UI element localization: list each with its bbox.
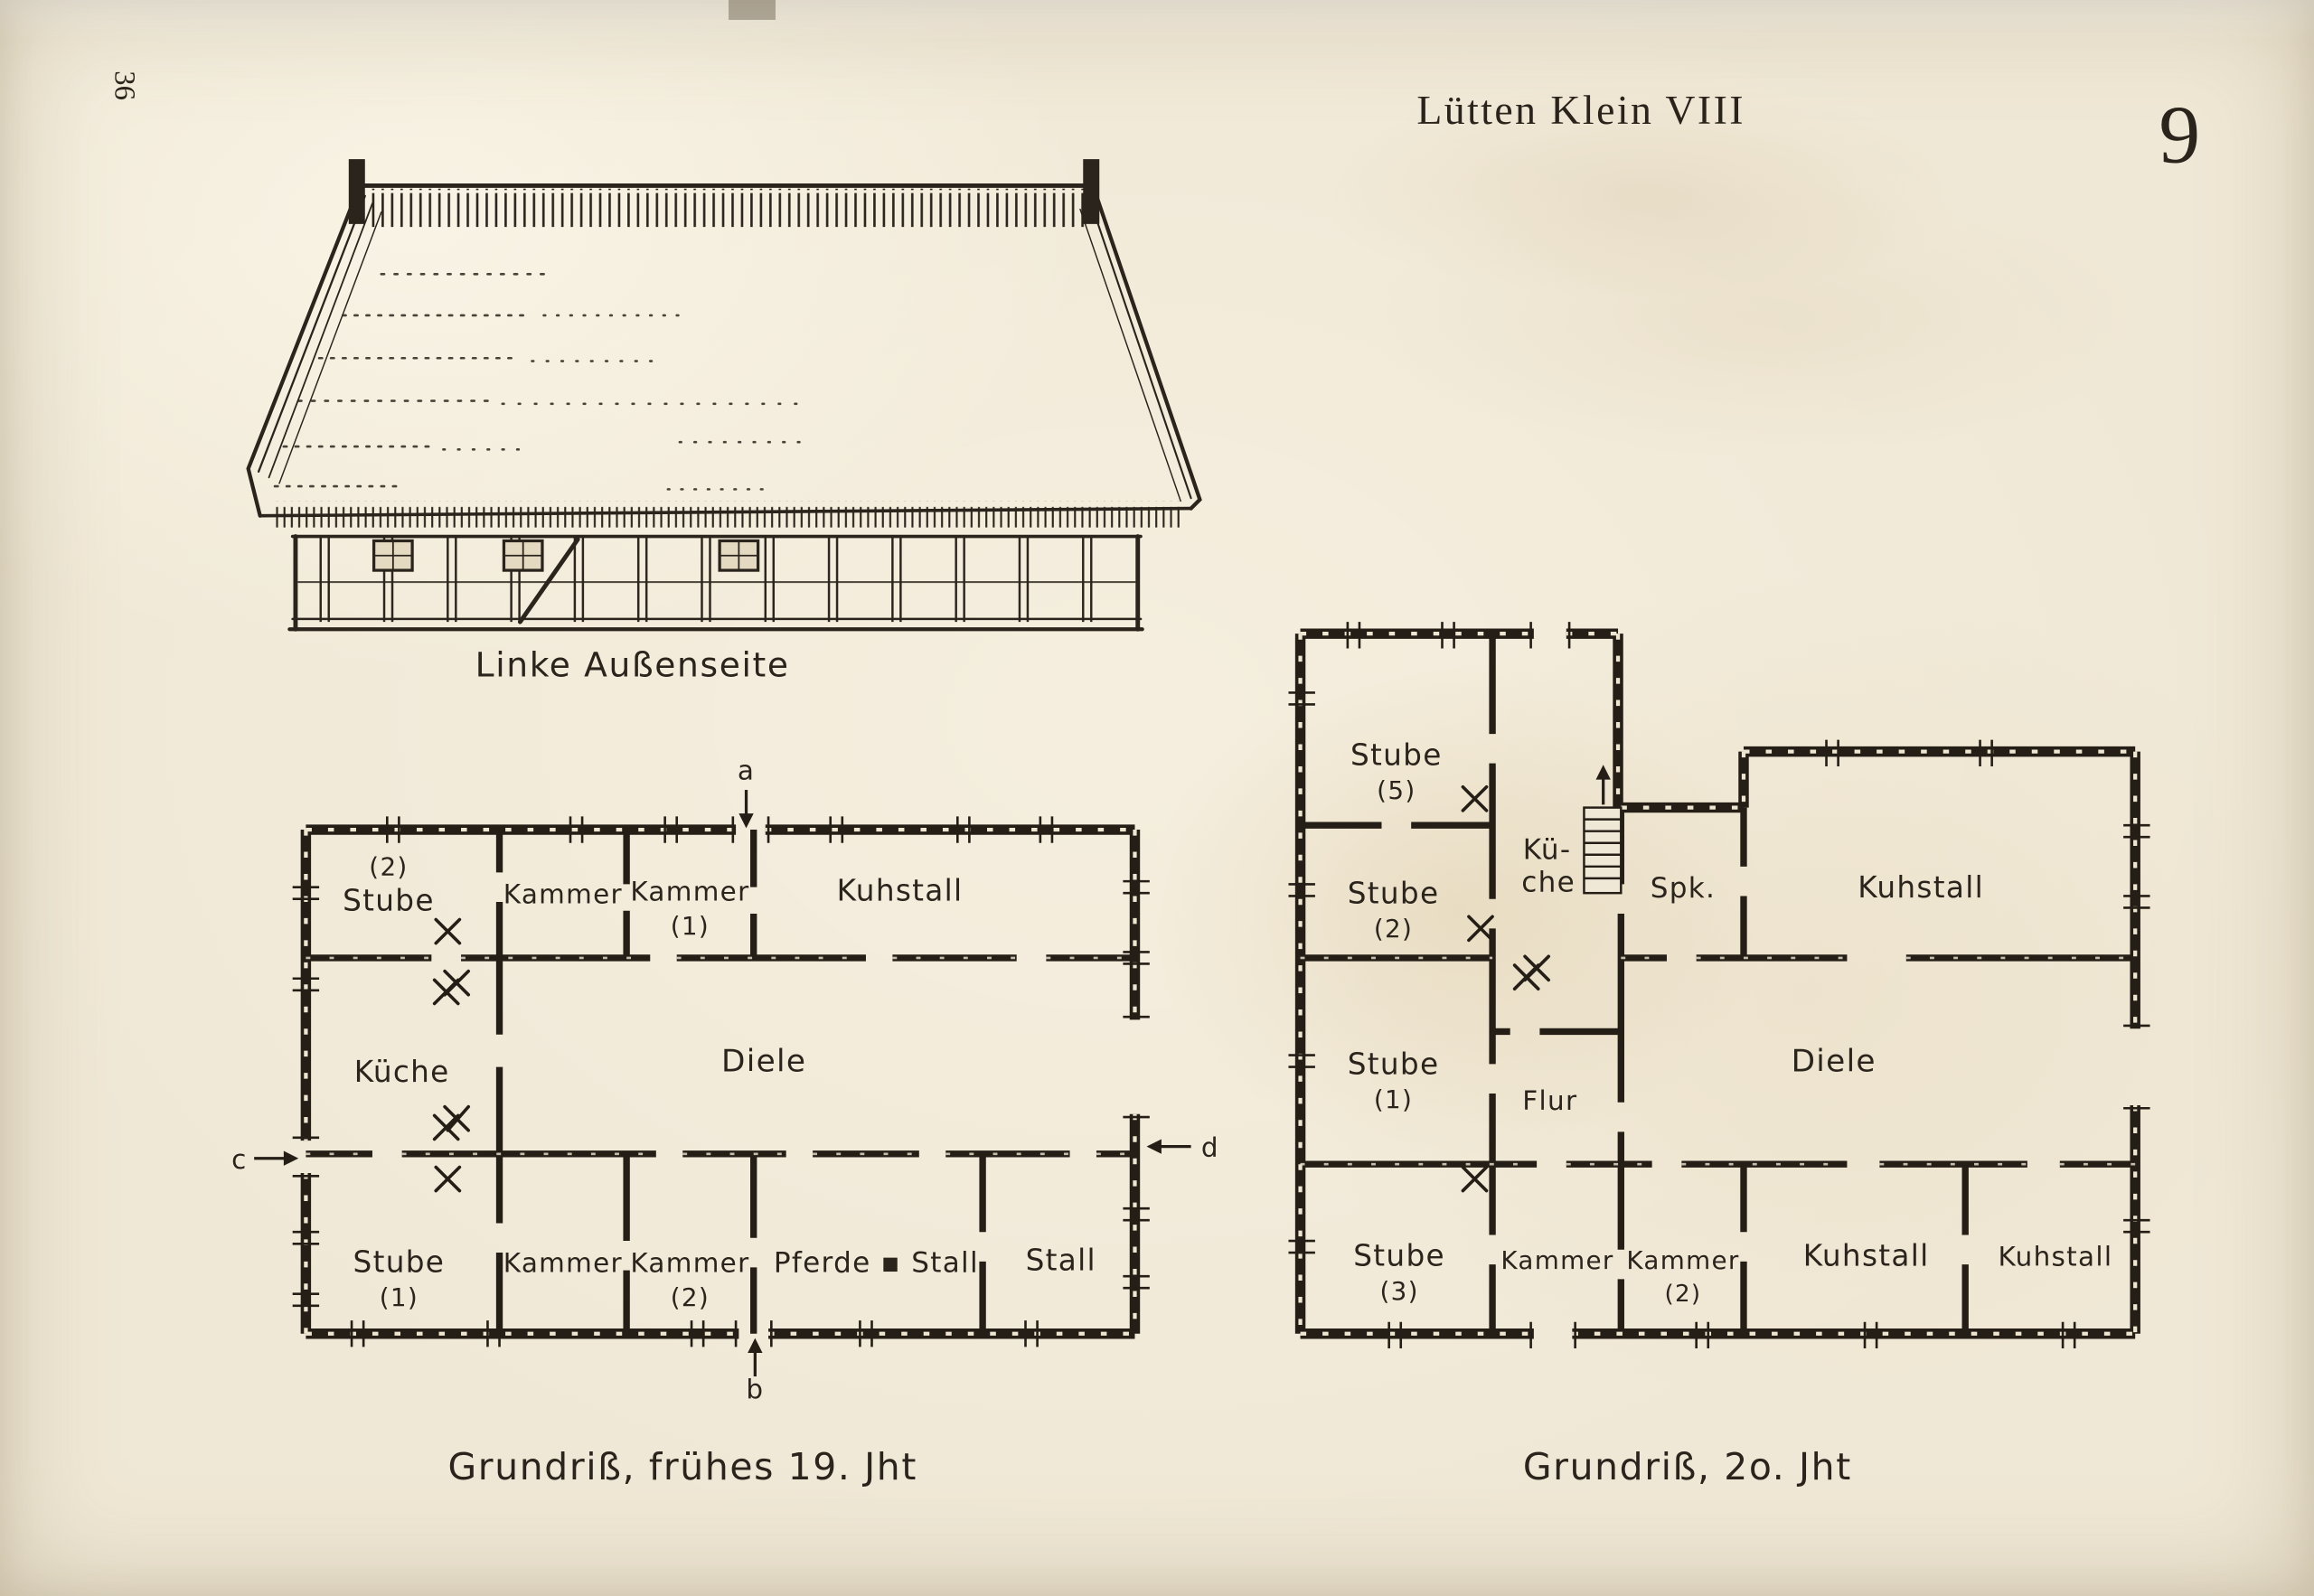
scan-artifact: [729, 0, 776, 20]
room-label-kueche-line1: Kü-: [1523, 834, 1572, 867]
room-label-kammer: Kammer: [1500, 1245, 1613, 1275]
room-label-kuhstall-bottom-left: Kuhstall: [1803, 1239, 1930, 1273]
stove-cross-symbols: [432, 917, 471, 1193]
plan-early-caption: Grundriß, frühes 19. Jht: [448, 1445, 917, 1488]
room-label-stube3-number: (3): [1379, 1276, 1418, 1306]
elevation-drawing: [246, 159, 1202, 632]
section-marker-d: d: [1201, 1132, 1219, 1163]
section-arrows: [254, 790, 1191, 1377]
floor-plan-early: [254, 790, 1191, 1377]
room-label-stube2: Stube: [1348, 877, 1440, 911]
floor-plan-modern: [1288, 622, 2150, 1349]
room-label-stall: Stall: [1026, 1244, 1096, 1278]
room-label-kammer2: Kammer: [630, 1247, 749, 1278]
page-number: 9: [2159, 89, 2200, 180]
room-label-stube5: Stube: [1350, 737, 1443, 772]
room-label-stube2: Stube: [343, 884, 435, 918]
room-label-stube1: Stube: [353, 1244, 446, 1279]
room-label-kammer2-number: (2): [671, 1282, 710, 1312]
section-marker-c: c: [231, 1144, 247, 1175]
elevation-caption: Linke Außenseite: [475, 645, 790, 685]
room-label-stube1: Stube: [1348, 1047, 1440, 1082]
section-arrow-d: [1146, 1139, 1191, 1154]
plan-modern-caption: Grundriß, 2o. Jht: [1523, 1445, 1852, 1488]
chimney-right: [1083, 159, 1100, 224]
half-timbered-wall: [287, 534, 1144, 632]
room-label-kammer2: Kammer: [1626, 1245, 1739, 1275]
thatched-roof: [246, 183, 1202, 528]
room-label-kammer2-number: (2): [1664, 1281, 1701, 1308]
room-label-kuhstall-bottom-right: Kuhstall: [1999, 1242, 2113, 1272]
section-arrow-a: [738, 790, 754, 829]
room-label-diele: Diele: [1792, 1044, 1877, 1080]
room-label-kuhstall: Kuhstall: [837, 873, 964, 907]
room-label-stube2-number: (2): [1374, 914, 1413, 944]
room-label-diele: Diele: [721, 1044, 806, 1080]
section-arrow-b: [748, 1338, 763, 1377]
room-label-spk: Spk.: [1651, 872, 1717, 905]
window-icon: [372, 539, 760, 572]
section-marker-a: a: [738, 756, 755, 786]
room-label-kammer-bottom: Kammer: [503, 1247, 623, 1278]
room-label-kammer-top: Kammer: [503, 879, 623, 910]
room-label-kammer1-number: (1): [671, 911, 710, 941]
room-label-stube1-number: (1): [380, 1282, 419, 1312]
room-label-kueche: Küche: [354, 1055, 450, 1089]
section-arrow-c: [254, 1150, 299, 1166]
room-label-flur: Flur: [1522, 1085, 1577, 1116]
room-label-kueche-line2: che: [1521, 867, 1576, 899]
room-label-stube5-number: (5): [1377, 775, 1416, 805]
plan1-window-ticks: [292, 816, 1150, 1347]
room-label-kammer1: Kammer: [630, 876, 749, 906]
stove-cross-symbols: [1461, 784, 1551, 1193]
room-label-stube2-number: (2): [369, 852, 408, 882]
room-label-stube1-number: (1): [1374, 1084, 1413, 1114]
plan2-window-ticks: [1288, 622, 2150, 1349]
room-label-kuhstall-top: Kuhstall: [1858, 870, 1984, 905]
margin-page-number: 36: [108, 70, 140, 100]
section-marker-b: b: [746, 1375, 764, 1405]
stairs-icon: [1583, 765, 1623, 895]
room-label-pferdestall: Pferde ▪ Stall: [774, 1246, 979, 1279]
room-label-stube3: Stube: [1353, 1239, 1445, 1273]
page-title: Lütten Klein VIII: [1416, 87, 1745, 133]
